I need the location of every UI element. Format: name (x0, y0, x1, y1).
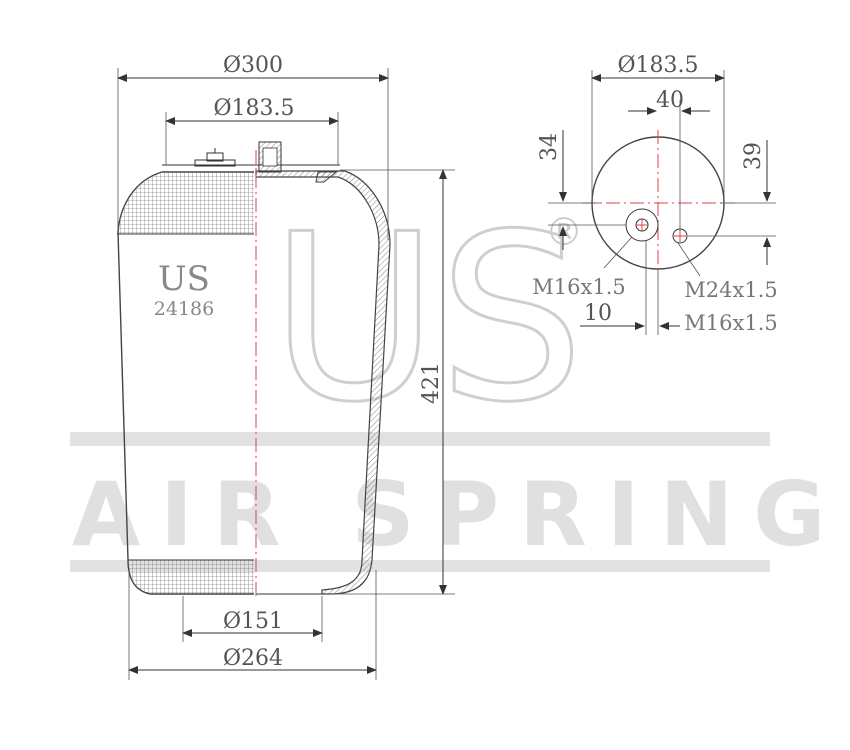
tv-thread-right-top: M24x1.5 (684, 278, 777, 302)
tv-port-spacing: 40 (656, 88, 684, 113)
part-number: 24186 (154, 298, 214, 320)
top-bead-hatch (118, 172, 254, 234)
side-view: Ø300 Ø183.5 421 Ø151 Ø264 US 24186 (117, 53, 455, 680)
leader-thread-left (603, 236, 633, 269)
part-brand: US (158, 259, 210, 299)
dim-top-diameter: Ø300 (223, 53, 283, 78)
watermark-tagline: AIR SPRING (72, 463, 846, 566)
tv-thread-right-bottom: M16x1.5 (684, 311, 777, 335)
watermark-brand: US (270, 186, 584, 453)
dim-height: 421 (419, 362, 444, 404)
dim-bottom-diameter: Ø264 (223, 646, 283, 671)
watermark-bar-top (70, 432, 770, 446)
air-port-bore (262, 147, 278, 167)
tv-offset-left: 34 (537, 133, 562, 161)
leader-thread-right-top (677, 242, 701, 277)
top-fitting-base (194, 159, 236, 167)
top-view: Ø183.5 40 34 39 10 M16x1.5 M24x1.5 M16x1… (532, 53, 778, 335)
tv-thread-left: M16x1.5 (532, 275, 625, 299)
tv-spacing-bottom: 10 (584, 301, 612, 326)
tv-offset-right: 39 (741, 142, 766, 170)
tv-bolt-circle-diameter: Ø183.5 (617, 53, 698, 78)
bottom-bead-hatch (118, 560, 254, 594)
top-bead-clamp (315, 171, 338, 183)
dim-bottom-piston-diameter: Ø151 (223, 609, 283, 634)
watermark: US ® AIR SPRING (70, 185, 846, 572)
watermark-registered-mark: ® (545, 210, 583, 254)
dim-top-plate-diameter: Ø183.5 (213, 96, 294, 121)
